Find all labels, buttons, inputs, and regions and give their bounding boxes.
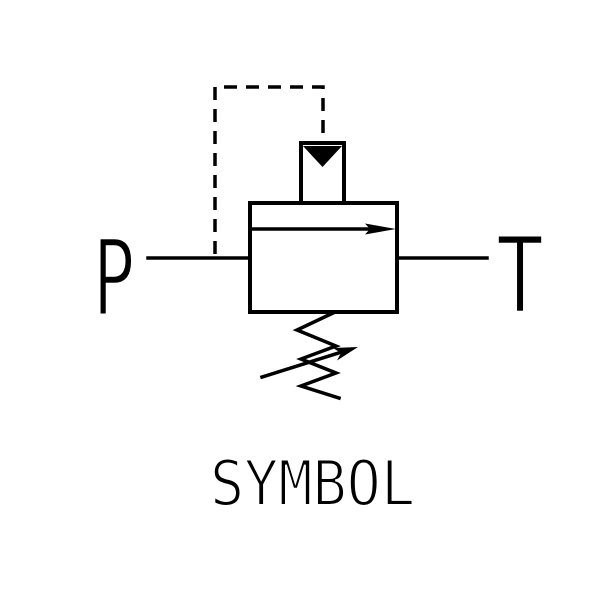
valve-body [248,201,399,314]
adjustment-arrow-shaft [259,348,348,380]
port-p-label: P [93,218,135,340]
spring-icon [292,310,342,401]
diagram-caption: SYMBOL [210,447,415,520]
flow-arrowhead-icon [365,223,396,235]
adjustment-arrowhead-icon [333,347,358,361]
pilot-dashed-line [213,85,325,254]
pilot-arrowhead-icon [303,146,342,167]
port-t-label: T [496,215,544,337]
